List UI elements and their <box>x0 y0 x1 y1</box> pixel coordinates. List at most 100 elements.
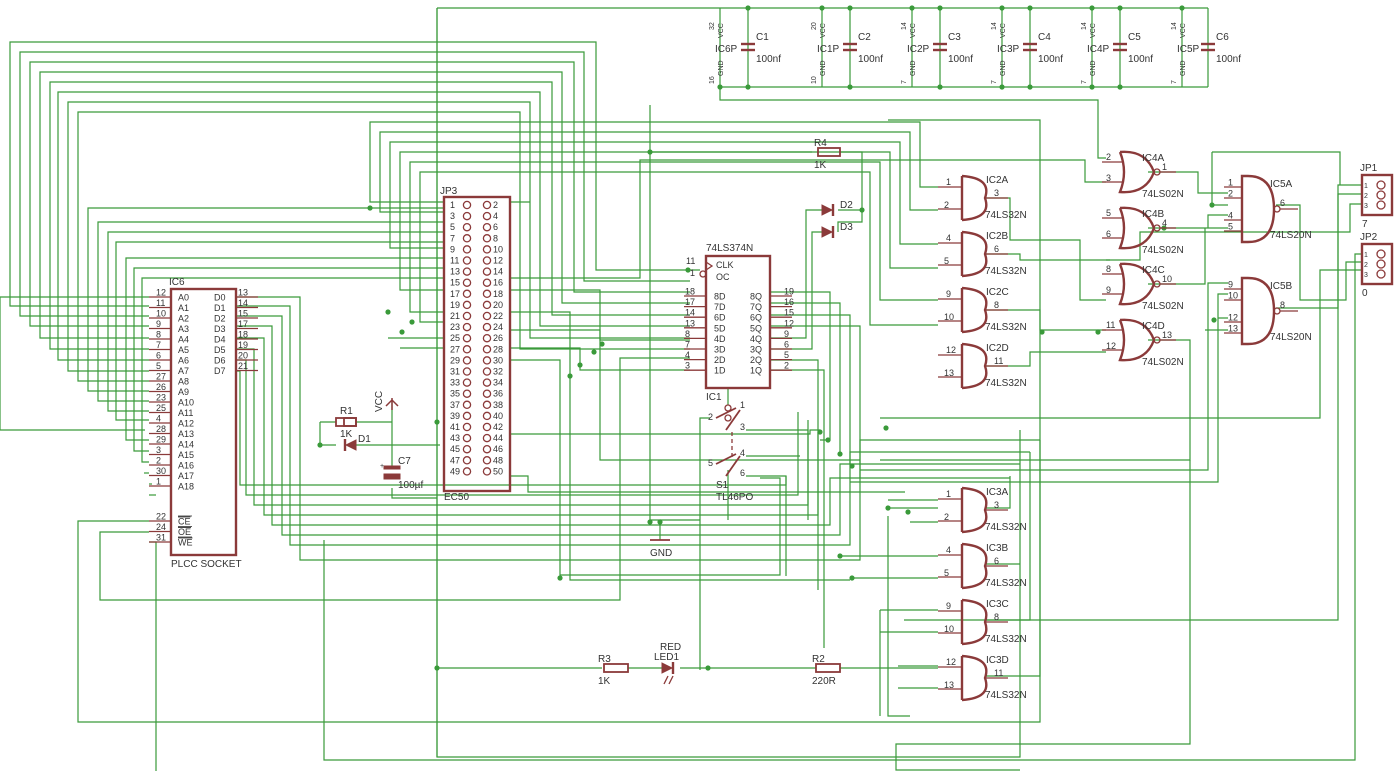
gate-input-pin: 10 <box>944 312 954 322</box>
gate-output-pin: 11 <box>994 668 1003 678</box>
gate-ref: IC3B <box>986 543 1009 554</box>
led-led1[interactable]: RED LED1 <box>654 642 681 685</box>
gate-input-pin: 1 <box>1228 178 1233 188</box>
r4-value: 1K <box>814 160 827 171</box>
latch-clk-name: CLK <box>716 260 734 270</box>
power-pin-ref: IC4P <box>1087 44 1110 55</box>
latch-out-pin-number: 2 <box>784 361 789 371</box>
gnd-pin-number: 10 <box>811 76 818 84</box>
jp3-connector[interactable]: JP3 EC50 1357911131517192123252729313335… <box>440 186 512 503</box>
power-pin-ref: IC6P <box>715 44 738 55</box>
gate-value: 74LS32N <box>985 578 1027 589</box>
gate-value: 74LS20N <box>1270 230 1312 241</box>
ic6-pin-name: A1 <box>178 303 189 313</box>
jp3-even-pin-number: 6 <box>493 222 498 232</box>
jp3-even-pin-number: 28 <box>493 344 503 354</box>
jp3-value: EC50 <box>444 492 469 503</box>
gate-output-pin: 10 <box>1162 274 1172 284</box>
wire-junctions <box>317 5 1217 671</box>
latch-in-pin-number: 14 <box>685 308 695 318</box>
ic6-pin-number: 1 <box>156 477 161 487</box>
power-pin-ref: IC5P <box>1177 44 1200 55</box>
latch-out-pin-name: 3Q <box>750 345 762 355</box>
jp3-even-pin-number: 42 <box>493 422 503 432</box>
jp3-even-pin-number: 46 <box>493 444 503 454</box>
jp3-pad <box>482 278 492 287</box>
jp3-pad <box>482 378 492 387</box>
jp3-even-pin-number: 18 <box>493 289 503 299</box>
jp3-even-pin-number: 50 <box>493 466 503 476</box>
latch-in-pin-number: 3 <box>685 361 690 371</box>
gnd-pin-label: GND <box>718 60 725 76</box>
gate-input-pin: 5 <box>1228 222 1233 232</box>
ic6-data-pin-number: 20 <box>238 351 248 361</box>
latch-in-pin-number: 17 <box>685 297 695 307</box>
capacitor-c7[interactable]: + C7 100µf <box>380 456 423 491</box>
jp3-odd-pin-number: 37 <box>450 400 460 410</box>
diode-d1[interactable]: D1 <box>343 434 371 451</box>
ic6-pin-number: 2 <box>156 456 161 466</box>
jp3-odd-pin-number: 7 <box>450 233 455 243</box>
ic6-pin-name: A2 <box>178 314 189 324</box>
resistor-r1[interactable]: R1 1K <box>335 406 357 440</box>
led-value: RED <box>660 642 681 653</box>
diode-d2[interactable]: D2 <box>821 200 853 216</box>
gate-input-pin: 1 <box>946 489 951 499</box>
gate-value: 74LS32N <box>985 690 1027 701</box>
gnd-label: GND <box>650 548 672 559</box>
jp3-pad <box>482 456 492 465</box>
ic6-pin-number: 10 <box>156 309 166 319</box>
jp3-odd-pin-number: 39 <box>450 411 460 421</box>
capacitor-value: 100nf <box>1216 54 1241 65</box>
switch-pin-number: 3 <box>740 422 745 432</box>
gate-ref: IC5A <box>1270 179 1293 190</box>
jp3-pad <box>462 245 472 254</box>
resistor-r4[interactable]: R4 1K <box>814 138 841 171</box>
jp3-pad <box>462 333 472 343</box>
latch-out-pin-number: 15 <box>784 308 794 318</box>
jp3-odd-pin-number: 35 <box>450 389 460 399</box>
resistor-r3[interactable]: R3 1K <box>598 654 629 687</box>
gate-input-pin: 5 <box>944 256 949 266</box>
jp3-pad <box>462 222 472 232</box>
gate-value: 74LS32N <box>985 634 1027 645</box>
ic6-pin-name: A8 <box>178 377 189 387</box>
diode-d3[interactable]: D3 <box>821 222 853 238</box>
ic6-data-pin-number: 18 <box>238 330 248 340</box>
jp3-pad <box>462 411 472 421</box>
gnd-pin-number: 7 <box>1171 80 1178 84</box>
ic6-ctrl-pin-name: CE <box>178 517 191 527</box>
jp3-pad <box>462 267 472 276</box>
gate-input-pin: 12 <box>946 345 956 355</box>
ic6-pin-name: A0 <box>178 293 189 303</box>
resistor-r2[interactable]: R2 220R <box>812 654 841 687</box>
